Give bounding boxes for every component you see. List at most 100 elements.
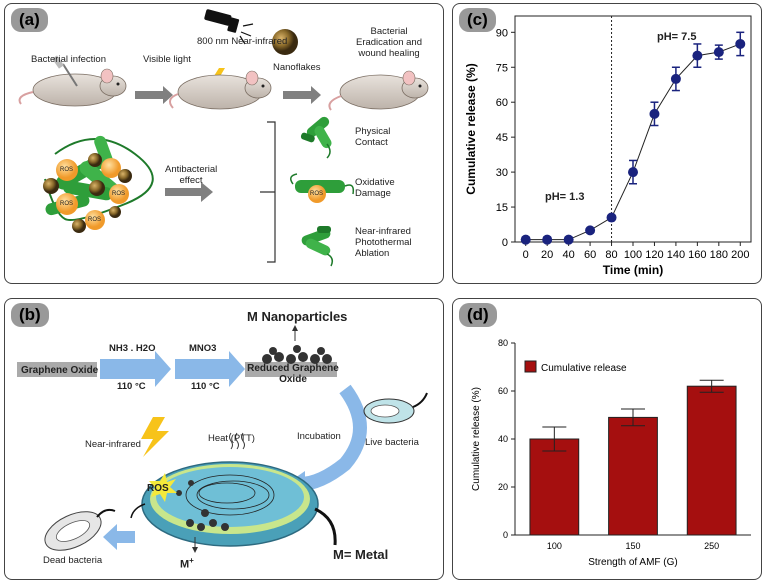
x-tick-label: 20 — [541, 249, 553, 261]
label-physical: Physical Contact — [355, 126, 391, 148]
data-point — [628, 167, 638, 178]
label-near-infrared: Near-infrared — [85, 439, 141, 450]
x-tick-label: 140 — [667, 249, 685, 261]
nanoparticles-icon — [262, 345, 332, 364]
data-point — [649, 108, 660, 119]
x-axis-label: Strength of AMF (G) — [588, 557, 677, 568]
x-tick-label: 80 — [605, 249, 617, 261]
x-tick-label: 200 — [731, 249, 749, 261]
x-tick-label: 250 — [704, 541, 719, 551]
panel-a: (a) — [4, 3, 444, 284]
legend-swatch — [524, 360, 537, 373]
oxidative-damage-icon — [290, 173, 355, 203]
y-axis-label: Cumulative release (%) — [471, 387, 482, 491]
label-nir-800: 800 nm Near-infrared — [197, 36, 288, 47]
y-axis-label: Cumulative release (%) — [464, 63, 478, 194]
label-rgo: Reduced Graphene Oxide — [247, 363, 339, 385]
y-tick-label: 75 — [496, 62, 508, 74]
label-nanoflakes: Nanoflakes — [273, 62, 321, 73]
annotation-ph-high: pH= 7.5 — [657, 31, 697, 43]
x-tick-label: 100 — [624, 249, 642, 261]
bar — [529, 438, 580, 536]
y-tick-label: 45 — [496, 132, 508, 144]
x-tick-label: 100 — [547, 541, 562, 551]
panel-b-label: (b) — [11, 303, 49, 327]
rat-treated-icon — [168, 70, 272, 110]
label-ros: ROS — [147, 483, 169, 494]
panel-b: (b) — [4, 298, 444, 580]
data-point — [713, 47, 724, 58]
ros-label: ROS — [60, 201, 74, 207]
physical-contact-icon — [300, 116, 332, 159]
photothermal-ablation-icon — [301, 226, 334, 267]
data-point — [585, 225, 596, 236]
label-dead-bacteria: Dead bacteria — [43, 555, 103, 566]
data-point — [692, 50, 703, 61]
ros-label: ROS — [60, 167, 74, 173]
y-tick-label: 30 — [496, 167, 508, 179]
label-eradication: Bacterial Eradication and wound healing — [355, 26, 423, 59]
flashlight-icon — [204, 9, 254, 45]
x-axis-label: Time (min) — [603, 263, 663, 277]
series-line — [525, 43, 741, 241]
rat-healed-icon — [328, 70, 429, 111]
label-temp2: 110 °C — [191, 381, 220, 392]
bar — [686, 385, 737, 536]
x-tick-label: 150 — [625, 541, 640, 551]
ros-label: ROS — [310, 191, 324, 197]
nanoflake-icon — [272, 29, 298, 55]
y-tick-label: 90 — [496, 27, 508, 39]
label-nh3: NH3 . H2O — [109, 343, 156, 354]
x-tick-label: 0 — [523, 249, 529, 261]
label-m-nanoparticles: M Nanoparticles — [247, 309, 348, 324]
rat-infected-icon — [18, 55, 127, 107]
y-tick-label: 0 — [503, 530, 508, 540]
label-mno3: MNO3 — [189, 343, 217, 354]
y-tick-label: 40 — [498, 434, 508, 444]
live-bacteria-icon — [363, 392, 428, 424]
panel-b-illustration — [17, 325, 428, 553]
data-point — [606, 212, 617, 223]
label-bacterial-infection: Bacterial infection — [31, 54, 106, 65]
label-nir-ablation: Near-infrared Photothermal Ablation — [355, 226, 412, 259]
panel-c-label: (c) — [459, 8, 496, 32]
label-metal: M= Metal — [333, 547, 389, 562]
label-incubation: Incubation — [297, 431, 341, 442]
x-tick-label: 160 — [688, 249, 706, 261]
data-point — [563, 234, 574, 245]
x-tick-label: 60 — [584, 249, 596, 261]
label-antibacterial: Antibacterial effect — [165, 164, 218, 186]
panel-a-illustration — [18, 9, 429, 267]
label-visible-light: Visible light — [143, 54, 191, 65]
heat-icon — [229, 432, 245, 450]
x-tick-label: 180 — [710, 249, 728, 261]
y-tick-label: 60 — [496, 97, 508, 109]
data-point — [542, 234, 553, 245]
x-tick-label: 40 — [563, 249, 575, 261]
x-tick-label: 120 — [645, 249, 663, 261]
label-heat: Heat (PTT) — [208, 433, 255, 444]
label-temp1: 110 °C — [117, 381, 146, 392]
y-tick-label: 0 — [502, 237, 508, 249]
annotation-ph-low: pH= 1.3 — [545, 191, 585, 203]
label-oxidative: Oxidative Damage — [355, 177, 395, 199]
panel-a-label: (a) — [11, 8, 48, 32]
data-point — [735, 38, 746, 49]
bacteria-cluster-icon — [43, 135, 154, 233]
ros-burst-icon — [149, 473, 177, 502]
panel-d-label: (d) — [459, 303, 497, 327]
label-graphene-oxide: Graphene Oxide — [21, 365, 99, 376]
big-bacterium-icon — [130, 461, 337, 547]
y-tick-label: 20 — [498, 482, 508, 492]
ros-label: ROS — [88, 217, 102, 223]
legend-label: Cumulative release — [541, 363, 627, 374]
y-tick-label: 80 — [498, 338, 508, 348]
lightning-icon — [141, 417, 169, 457]
bar — [608, 416, 658, 536]
label-live-bacteria: Live bacteria — [365, 437, 419, 448]
ros-label: ROS — [112, 191, 126, 197]
